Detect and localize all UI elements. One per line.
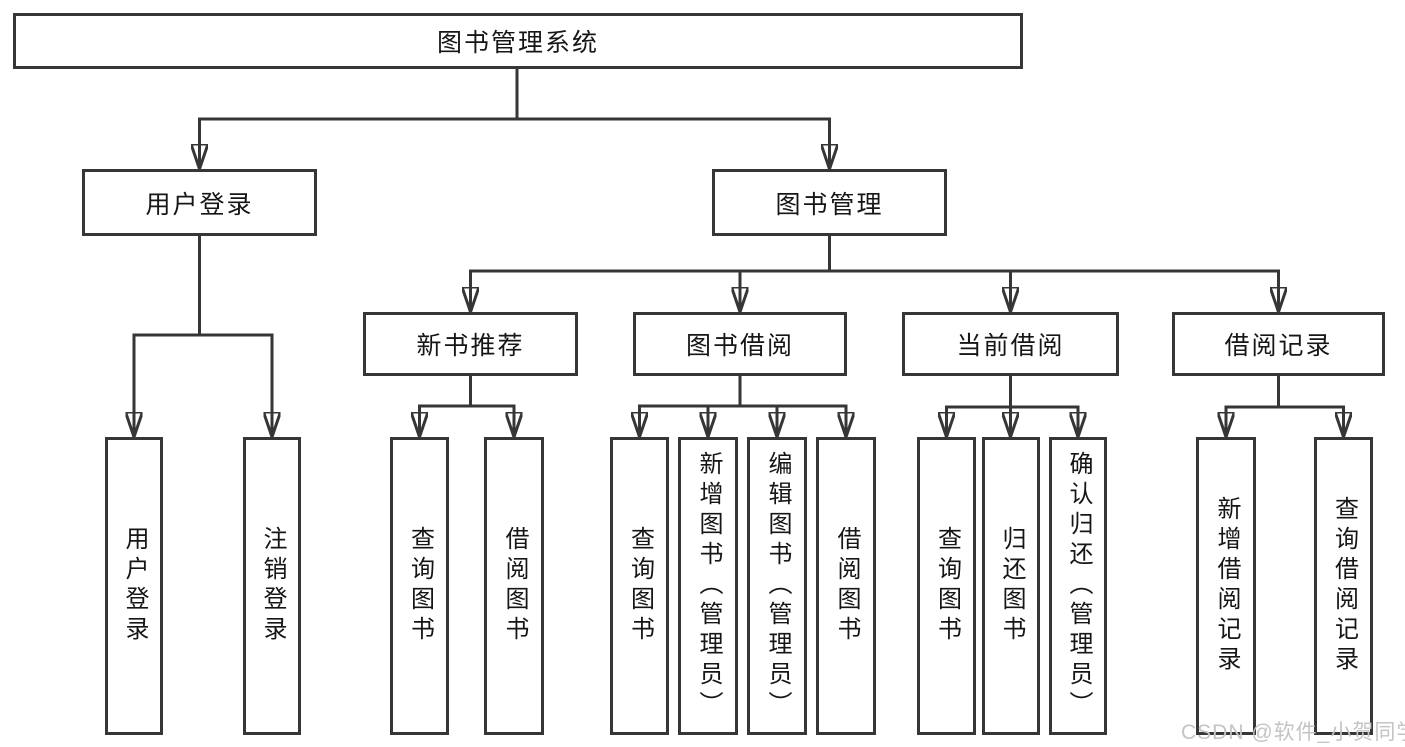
- leaf-edit-books-admin: 编辑图书（管理员）: [747, 437, 807, 735]
- node-borrowing-records: 借阅记录: [1172, 312, 1385, 376]
- leaf-confirm-return-admin: 确认归还（管理员）: [1049, 437, 1107, 735]
- leaf-query-borrow-record: 查询借阅记录: [1314, 437, 1373, 735]
- node-book-borrowing: 图书借阅: [633, 312, 847, 376]
- edge-root-to-book-management: [517, 117, 830, 169]
- edge-login-to-leaf-logout: [199, 333, 273, 437]
- leaf-user-login: 用户登录: [105, 437, 163, 735]
- leaf-borrow-books-recommend: 借阅图书: [484, 437, 544, 735]
- edge-borrow-to-add: [708, 404, 740, 437]
- edge-current-to-query: [947, 376, 1012, 437]
- leaf-query-books-current: 查询图书: [917, 437, 976, 735]
- node-current-borrowing: 当前借阅: [902, 312, 1119, 376]
- edge-mgmt-to-current-borrowing: [829, 269, 1011, 312]
- node-root: 图书管理系统: [13, 13, 1023, 69]
- leaf-add-borrow-record: 新增借阅记录: [1196, 437, 1256, 735]
- leaf-borrow-books-borrowing: 借阅图书: [816, 437, 876, 735]
- edge-mgmt-to-borrowing-records: [829, 269, 1279, 312]
- edge-borrow-to-edit: [740, 404, 777, 437]
- node-new-book-recommendation: 新书推荐: [363, 312, 578, 376]
- leaf-add-books-admin: 新增图书（管理员）: [678, 437, 738, 735]
- edge-root-to-user-login: [200, 69, 519, 169]
- edge-new-to-query: [420, 376, 472, 437]
- leaf-return-books: 归还图书: [982, 437, 1040, 735]
- leaf-query-books-borrowing: 查询图书: [610, 437, 669, 735]
- node-book-management: 图书管理: [712, 169, 947, 236]
- edge-new-to-borrow: [470, 404, 515, 437]
- node-user-login: 用户登录: [82, 169, 317, 236]
- edge-records-to-query: [1278, 405, 1344, 437]
- leaf-logout: 注销登录: [243, 437, 301, 735]
- watermark: CSDN @软件_小贺同学: [1181, 721, 1405, 744]
- edge-records-to-add: [1226, 376, 1280, 437]
- leaf-query-books-recommend: 查询图书: [390, 437, 449, 735]
- edge-borrow-to-borrow: [740, 404, 846, 437]
- edge-mgmt-to-new-books: [471, 236, 831, 312]
- edge-login-to-leaf-login: [134, 236, 201, 437]
- edge-mgmt-to-book-borrowing: [740, 269, 830, 312]
- edge-borrow-to-query: [640, 376, 742, 437]
- edge-current-to-confirm: [1010, 405, 1079, 437]
